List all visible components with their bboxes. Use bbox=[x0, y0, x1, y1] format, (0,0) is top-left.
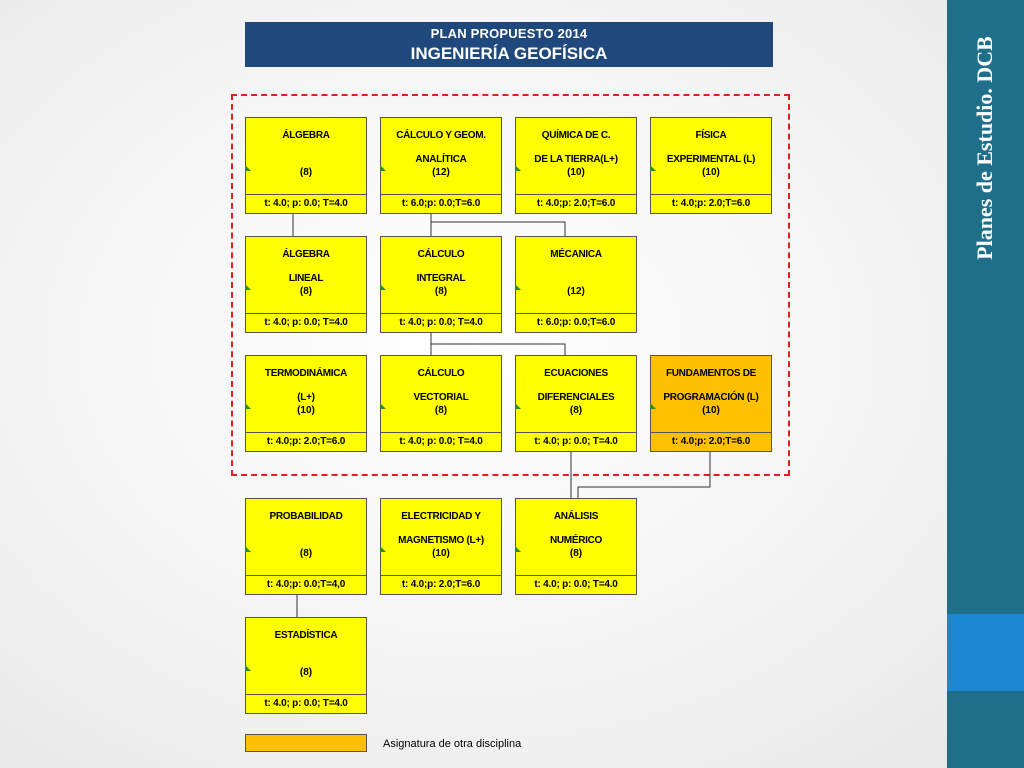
course-hours: t: 4.0;p: 2.0;T=6.0 bbox=[381, 575, 501, 594]
connector-ecuaciones bbox=[431, 343, 566, 355]
course-credits: (12) bbox=[567, 286, 585, 297]
course-box-termodinamica: TERMODINÁMICA (L+) (10) t: 4.0;p: 2.0;T=6.… bbox=[245, 355, 367, 452]
comment-marker-icon bbox=[380, 546, 386, 552]
course-hours: t: 6.0;p: 0.0;T=6.0 bbox=[381, 194, 501, 213]
side-accent-block bbox=[947, 614, 1024, 691]
comment-marker-icon bbox=[515, 284, 521, 290]
comment-marker-icon bbox=[380, 403, 386, 409]
course-credits: (10) bbox=[297, 405, 315, 416]
course-name: ESTADÍSTICA bbox=[274, 630, 338, 641]
dashed-group-outline bbox=[231, 94, 790, 476]
course-box-analisis-numerico: ANÁLISIS NUMÉRICO (8) t: 4.0; p: 0.0; T=4.… bbox=[515, 498, 637, 595]
course-box-quimica-ciencias-tierra: QUÍMICA DE C. DE LA TIERRA(L+) (10) t: 4.0… bbox=[515, 117, 637, 214]
course-credits: (10) bbox=[567, 167, 585, 178]
course-credits: (10) bbox=[702, 167, 720, 178]
course-hours: t: 4.0; p: 0.0; T=4.0 bbox=[381, 432, 501, 451]
course-box-fundamentos-programacion: FUNDAMENTOS DE PROGRAMACIÓN (L) (10) t: 4.… bbox=[650, 355, 772, 452]
course-hours: t: 4.0; p: 0.0; T=4.0 bbox=[246, 194, 366, 213]
course-name: ECUACIONES DIFERENCIALES bbox=[537, 368, 615, 403]
course-name: CÁLCULO Y GEOM. ANALÍTICA bbox=[396, 130, 486, 165]
legend-swatch bbox=[245, 734, 367, 752]
comment-marker-icon bbox=[380, 284, 386, 290]
course-name: ANÁLISIS NUMÉRICO bbox=[549, 511, 603, 546]
comment-marker-icon bbox=[380, 165, 386, 171]
course-box-algebra: ÁLGEBRA (8) t: 4.0; p: 0.0; T=4.0 bbox=[245, 117, 367, 214]
comment-marker-icon bbox=[515, 165, 521, 171]
course-hours: t: 4.0; p: 0.0; T=4.0 bbox=[516, 575, 636, 594]
course-credits: (8) bbox=[569, 548, 583, 559]
plan-title: PLAN PROPUESTO 2014 bbox=[430, 26, 588, 41]
course-credits: (8) bbox=[299, 548, 313, 559]
connector-mecanica bbox=[431, 221, 566, 236]
comment-marker-icon bbox=[650, 403, 656, 409]
course-hours: t: 4.0; p: 0.0; T=4.0 bbox=[381, 313, 501, 332]
course-box-calculo-geom-analitica: CÁLCULO Y GEOM. ANALÍTICA (12) t: 6.0;p: 0… bbox=[380, 117, 502, 214]
course-box-electricidad-magnetismo: ELECTRICIDAD Y MAGNETISMO (L+) (10) t: 4.0… bbox=[380, 498, 502, 595]
course-name: FÍSICA EXPERIMENTAL (L) bbox=[666, 130, 756, 165]
course-box-mecanica: MÉCANICA (12) t: 6.0;p: 0.0;T=6.0 bbox=[515, 236, 637, 333]
course-name: ELECTRICIDAD Y MAGNETISMO (L+) bbox=[398, 511, 484, 546]
course-hours: t: 4.0; p: 0.0; T=4.0 bbox=[246, 694, 366, 713]
course-name: CÁLCULO VECTORIAL bbox=[413, 368, 469, 403]
comment-marker-icon bbox=[245, 546, 251, 552]
course-hours: t: 4.0;p: 2.0;T=6.0 bbox=[246, 432, 366, 451]
course-credits: (8) bbox=[299, 167, 313, 178]
course-name: PROBABILIDAD bbox=[269, 511, 343, 522]
course-credits: (8) bbox=[299, 667, 313, 678]
course-hours: t: 4.0;p: 2.0;T=6.0 bbox=[651, 432, 771, 451]
course-box-algebra-lineal: ÁLGEBRA LINEAL (8) t: 4.0; p: 0.0; T=4.0 bbox=[245, 236, 367, 333]
course-hours: t: 4.0; p: 0.0; T=4.0 bbox=[516, 432, 636, 451]
comment-marker-icon bbox=[245, 665, 251, 671]
comment-marker-icon bbox=[515, 403, 521, 409]
course-credits: (10) bbox=[432, 548, 450, 559]
course-credits: (10) bbox=[702, 405, 720, 416]
course-name: QUÍMICA DE C. DE LA TIERRA(L+) bbox=[534, 130, 618, 165]
course-name: MÉCANICA bbox=[550, 249, 602, 260]
legend-label: Asignatura de otra disciplina bbox=[383, 738, 522, 750]
comment-marker-icon bbox=[245, 165, 251, 171]
course-name: ÁLGEBRA bbox=[282, 130, 330, 141]
course-name: CÁLCULO INTEGRAL bbox=[416, 249, 466, 284]
course-hours: t: 4.0; p: 0.0; T=4.0 bbox=[246, 313, 366, 332]
title-banner: PLAN PROPUESTO 2014 INGENIERÍA GEOFÍSICA bbox=[245, 22, 773, 67]
course-name: TERMODINÁMICA (L+) bbox=[264, 368, 348, 403]
comment-marker-icon bbox=[515, 546, 521, 552]
course-box-estadistica: ESTADÍSTICA (8) t: 4.0; p: 0.0; T=4.0 bbox=[245, 617, 367, 714]
course-hours: t: 4.0;p: 2.0;T=6.0 bbox=[651, 194, 771, 213]
program-title: INGENIERÍA GEOFÍSICA bbox=[410, 44, 608, 63]
connector-analisis-fundamentos bbox=[577, 452, 711, 498]
course-credits: (12) bbox=[432, 167, 450, 178]
course-box-fisica-experimental: FÍSICA EXPERIMENTAL (L) (10) t: 4.0;p: 2.0… bbox=[650, 117, 772, 214]
course-credits: (8) bbox=[434, 405, 448, 416]
comment-marker-icon bbox=[650, 165, 656, 171]
course-hours: t: 4.0;p: 0.0;T=4,0 bbox=[246, 575, 366, 594]
course-name: ÁLGEBRA LINEAL bbox=[282, 249, 330, 284]
course-box-ecuaciones-diferenciales: ECUACIONES DIFERENCIALES (8) t: 4.0; p: 0.… bbox=[515, 355, 637, 452]
course-box-calculo-vectorial: CÁLCULO VECTORIAL (8) t: 4.0; p: 0.0; T=4.… bbox=[380, 355, 502, 452]
course-hours: t: 6.0;p: 0.0;T=6.0 bbox=[516, 313, 636, 332]
course-credits: (8) bbox=[299, 286, 313, 297]
course-hours: t: 4.0;p: 2.0;T=6.0 bbox=[516, 194, 636, 213]
comment-marker-icon bbox=[245, 284, 251, 290]
course-credits: (8) bbox=[569, 405, 583, 416]
course-credits: (8) bbox=[434, 286, 448, 297]
course-name: FUNDAMENTOS DE PROGRAMACIÓN (L) bbox=[663, 368, 759, 403]
comment-marker-icon bbox=[245, 403, 251, 409]
course-box-probabilidad: PROBABILIDAD (8) t: 4.0;p: 0.0;T=4,0 bbox=[245, 498, 367, 595]
course-box-calculo-integral: CÁLCULO INTEGRAL (8) t: 4.0; p: 0.0; T=4.0 bbox=[380, 236, 502, 333]
